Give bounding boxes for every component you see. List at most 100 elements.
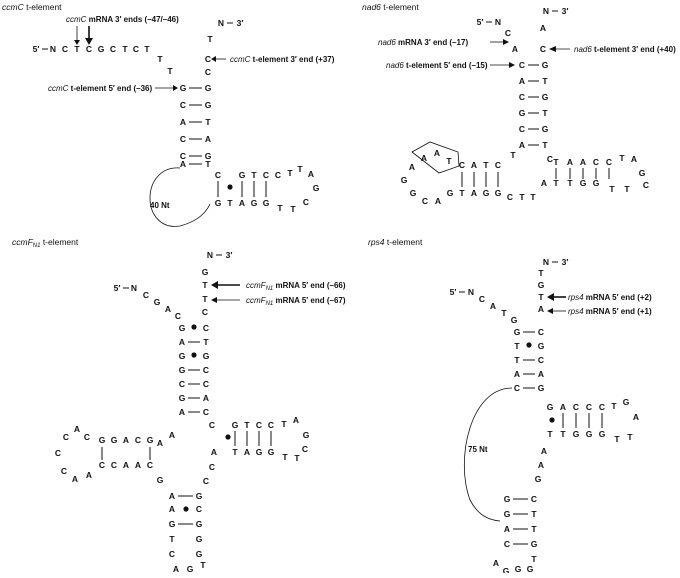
gu-pair-dot xyxy=(191,324,197,330)
nt: A xyxy=(179,337,185,347)
nt: A xyxy=(471,188,477,198)
nt: C xyxy=(586,402,592,412)
nt: A xyxy=(203,393,209,403)
nt: T xyxy=(202,280,208,290)
nt: T xyxy=(290,204,296,214)
nt: N xyxy=(207,250,213,260)
nt: T xyxy=(167,66,173,76)
nt: T xyxy=(553,157,559,167)
nt: G xyxy=(580,178,587,188)
nt: C xyxy=(302,444,308,454)
nt: G xyxy=(542,124,549,134)
nt: A xyxy=(157,438,163,448)
nt: T xyxy=(510,150,516,160)
nt: T xyxy=(459,188,465,198)
hairpin-tip: A xyxy=(633,412,639,422)
nt: G xyxy=(202,267,209,277)
nt: T xyxy=(553,178,559,188)
five-prime-end-label: 5′ xyxy=(477,17,484,27)
nt: G xyxy=(99,435,106,445)
nt: T xyxy=(519,192,525,202)
nt: C xyxy=(209,462,215,472)
nt: T xyxy=(294,453,300,463)
nt: A xyxy=(567,157,573,167)
ccmfn1-bottom-branch: C C G A G T C A G T C G G G G A xyxy=(157,462,215,574)
nt: A xyxy=(74,424,80,434)
gu-pair-dot xyxy=(549,417,555,423)
nad6-left-branch: A A T C A T C A G G C A G T A G G C T T xyxy=(401,148,537,206)
gu-pair-dot xyxy=(191,352,197,358)
nt: A xyxy=(205,134,211,144)
nt: G xyxy=(196,519,203,529)
nt: A xyxy=(541,446,547,456)
nt: A xyxy=(211,447,217,457)
nt: C xyxy=(263,170,269,180)
panel-nad6: nad6 t-element N 3′ A C nad6 t-element 3… xyxy=(362,2,676,206)
nt: N xyxy=(218,18,224,28)
nad6-stem: C A C G C A G T G T G T T C xyxy=(510,60,553,164)
ccmc-hairpin: C G T C C T T A G G T A G G T T C xyxy=(215,164,320,214)
nt: A xyxy=(580,157,586,167)
nt: C xyxy=(519,60,525,70)
gu-pair-dot xyxy=(225,434,231,440)
nt: T xyxy=(277,203,283,213)
annotation-nad6-t5: nad6 t-element 5′ end (–15) xyxy=(386,61,488,70)
nt: A xyxy=(514,369,520,379)
nt: C xyxy=(203,323,209,333)
arrowhead xyxy=(547,293,554,301)
nt: C xyxy=(61,466,67,476)
gu-pair-dot xyxy=(183,506,189,512)
nt: G xyxy=(154,297,161,307)
nt: G xyxy=(251,198,258,208)
nt: G xyxy=(519,108,526,118)
rps4-stem: G T T A C C G C A G xyxy=(514,327,545,393)
nt: G xyxy=(599,429,606,439)
nt: G xyxy=(256,447,263,457)
nt: A xyxy=(493,558,499,568)
panel-ccmfn1: ccmFN1 t-element N 3′ G T T C ccmFN1 mRN… xyxy=(12,237,346,574)
nt: G xyxy=(542,60,549,70)
nt: T xyxy=(624,184,630,194)
nt: C xyxy=(547,154,553,164)
nt: A xyxy=(135,460,141,470)
nt: A xyxy=(72,474,78,484)
nt: G xyxy=(205,151,212,161)
nt: N xyxy=(468,287,474,297)
arrowhead xyxy=(173,85,178,91)
nt: C xyxy=(203,365,209,375)
nt: T xyxy=(207,34,213,44)
nt: C xyxy=(573,402,579,412)
nt: T xyxy=(531,554,537,564)
nt: T xyxy=(538,268,544,278)
nt: G xyxy=(515,564,522,573)
nt: A xyxy=(490,301,496,311)
nt: A xyxy=(538,304,544,314)
nt: C xyxy=(459,160,465,170)
ccmc-five-strand: N C T C G C T C T T T xyxy=(50,44,173,76)
nt: C xyxy=(540,44,546,54)
nt: G xyxy=(196,549,203,559)
nt: G xyxy=(531,539,538,549)
panel-title-nad6: nad6 t-element xyxy=(362,2,419,12)
nt: A xyxy=(421,153,427,163)
nt: G xyxy=(179,393,186,403)
nt: C xyxy=(180,134,186,144)
nt: T xyxy=(530,192,536,202)
nt: T xyxy=(542,76,548,86)
nt: A xyxy=(165,304,171,314)
nt: C xyxy=(256,420,262,430)
nt: C xyxy=(143,290,149,300)
nt: A xyxy=(180,159,186,169)
nt: C xyxy=(196,504,202,514)
three-prime-end-label: 3′ xyxy=(562,257,569,267)
nt: G xyxy=(169,519,176,529)
nt: N xyxy=(50,44,56,54)
highlight-box-aat xyxy=(411,141,460,174)
nt: A xyxy=(519,76,525,86)
nt: C xyxy=(180,151,186,161)
nt: G xyxy=(180,83,187,93)
nt: C xyxy=(63,432,69,442)
nt: T xyxy=(74,44,80,54)
nt: G xyxy=(593,178,600,188)
annotation-ccmc-mrna3: ccmC mRNA 3′ ends (–47/–46) xyxy=(66,15,179,24)
